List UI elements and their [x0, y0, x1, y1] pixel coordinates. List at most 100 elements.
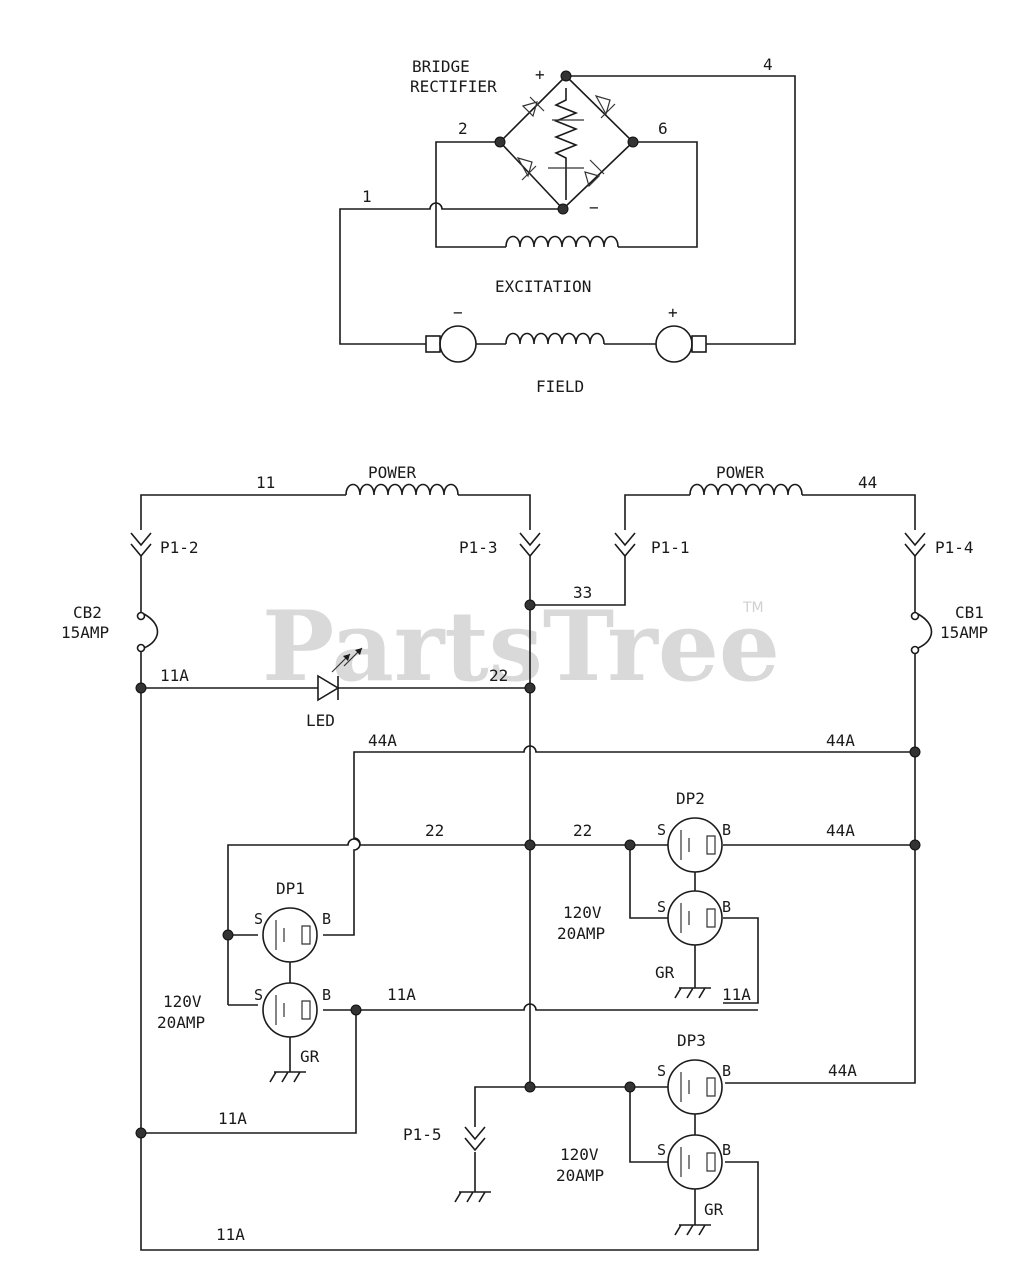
wire-11a-dp2	[723, 917, 759, 1004]
wire-11a-dp1	[323, 1003, 758, 1011]
wire-11	[140, 494, 346, 530]
cb2-name: CB2	[73, 603, 102, 622]
dp3-outlet-top-slots	[680, 1072, 716, 1102]
dp1-rating-v: 120V	[163, 992, 202, 1011]
wire-6-label: 6	[658, 119, 668, 138]
wire-22-mid	[227, 838, 668, 1005]
power-left-label: POWER	[368, 463, 417, 482]
wire-44a-dp2-label: 44A	[826, 821, 855, 840]
p1-5-label: P1-5	[403, 1125, 442, 1144]
dp3-s-bottom: S	[657, 1141, 666, 1159]
dp3-outlet-bottom-slots	[680, 1147, 716, 1177]
field-brush-right	[691, 335, 707, 353]
wire-2-label: 2	[458, 119, 468, 138]
dp3-s-top: S	[657, 1062, 666, 1080]
dp2-rating-v: 120V	[563, 903, 602, 922]
receptacle-dp3	[667, 1059, 723, 1236]
dp3-outlet-bottom	[667, 1134, 723, 1190]
power-circuit: POWER POWER 11 44 P1-2 P1-3 P1-1 P1-4 P1…	[61, 463, 988, 1251]
field-plus-label: +	[668, 303, 678, 322]
node-plus	[560, 70, 572, 82]
power-right-label: POWER	[716, 463, 765, 482]
wire-11a-dp2-label: 11A	[722, 985, 751, 1004]
dp1-ground	[269, 962, 306, 1083]
excitation-circuit: BRIDGE RECTIFIER + − 1 2 4 6 EXCITATION …	[339, 55, 796, 396]
field-slip-ring-minus	[439, 325, 477, 363]
dp1-rating-a: 20AMP	[157, 1013, 205, 1032]
excitation-coil	[505, 235, 619, 248]
dp3-ground	[674, 1114, 711, 1236]
wire-11a-bottom-left	[141, 1010, 357, 1134]
wire-22-led-label: 22	[489, 666, 508, 685]
dp2-s-bottom: S	[657, 898, 666, 916]
bridge-diodes	[516, 95, 616, 188]
dp2-rating-a: 20AMP	[557, 924, 605, 943]
dp1-outlet-top	[262, 907, 318, 963]
wire-11a-bottom-label: 11A	[216, 1225, 245, 1244]
field-slip-ring-plus	[655, 325, 693, 363]
wire-33-label: 33	[573, 583, 592, 602]
wire-11a-main	[140, 652, 759, 1251]
cb1-contact-top	[910, 611, 920, 621]
dp3-b-top: B	[722, 1062, 731, 1080]
wire-44a-top-left-label: 44A	[368, 731, 397, 750]
p1-1-label: P1-1	[651, 538, 690, 557]
node-minus	[557, 203, 569, 215]
field-label: FIELD	[536, 377, 584, 396]
dp1-outlet-top-slots	[275, 920, 311, 950]
node-6	[627, 136, 639, 148]
wire-44-label: 44	[858, 473, 877, 492]
wire-44a-dp3-label: 44A	[828, 1061, 857, 1080]
dp1-b-top: B	[322, 910, 331, 928]
cb1-rating: 15AMP	[940, 623, 988, 642]
wire-44a-top-right-label: 44A	[826, 731, 855, 750]
p1-5-ground-symbol	[454, 1191, 491, 1203]
wire-11a-dp1-label: 11A	[387, 985, 416, 1004]
power-coil-right	[689, 483, 803, 496]
cb1-name: CB1	[955, 603, 984, 622]
dp2-outlet-top	[667, 817, 723, 873]
wire-4-label: 4	[763, 55, 773, 74]
power-left-to-p1-3	[458, 494, 531, 530]
field-brush-left	[425, 335, 441, 353]
dp1-outlet-bottom	[262, 982, 318, 1038]
dp3-b-bottom: B	[722, 1141, 731, 1159]
cb2-contact-bottom	[136, 643, 146, 653]
dp2-outlet-top-slots	[680, 830, 716, 860]
wire-11a-bottom-left-label: 11A	[218, 1109, 247, 1128]
dp1-outlet-bottom-slots	[275, 995, 311, 1025]
wire-11a-led-label: 11A	[160, 666, 189, 685]
wire-44a-top	[323, 745, 915, 936]
receptacle-dp1	[262, 907, 318, 1083]
bridge-resistor-leads	[548, 119, 584, 169]
bridge-label-1: BRIDGE	[412, 57, 470, 76]
field-minus-label: −	[453, 303, 463, 322]
cb2-breaker	[143, 613, 159, 649]
wire-1-label: 1	[362, 187, 372, 206]
dp1-s-bottom: S	[254, 986, 263, 1004]
receptacle-dp2	[667, 817, 723, 999]
dp3-outlet-top	[667, 1059, 723, 1115]
wire-22-dp2-lower	[629, 845, 668, 919]
wire-33	[530, 556, 626, 606]
dp2-b-top: B	[722, 821, 731, 839]
watermark-tm: TM	[742, 600, 764, 616]
dp2-outlet-bottom-slots	[680, 903, 716, 933]
wire-22-mid-left-label: 22	[425, 821, 444, 840]
node-2	[494, 136, 506, 148]
wire-1	[339, 202, 563, 345]
dp1-b-bottom: B	[322, 986, 331, 1004]
dp1-s-top: S	[254, 910, 263, 928]
dp2-b-bottom: B	[722, 898, 731, 916]
dp3-rating-a: 20AMP	[556, 1166, 604, 1185]
wire-p1-5	[474, 1086, 530, 1127]
bridge-minus: −	[589, 198, 599, 217]
dp2-ground	[674, 872, 711, 999]
wire-4	[566, 75, 796, 345]
cb2-rating: 15AMP	[61, 623, 109, 642]
wire-44a-main	[725, 654, 916, 1084]
dp2-s-top: S	[657, 821, 666, 839]
led-arrowheads	[343, 648, 362, 661]
wire-44	[802, 494, 916, 530]
